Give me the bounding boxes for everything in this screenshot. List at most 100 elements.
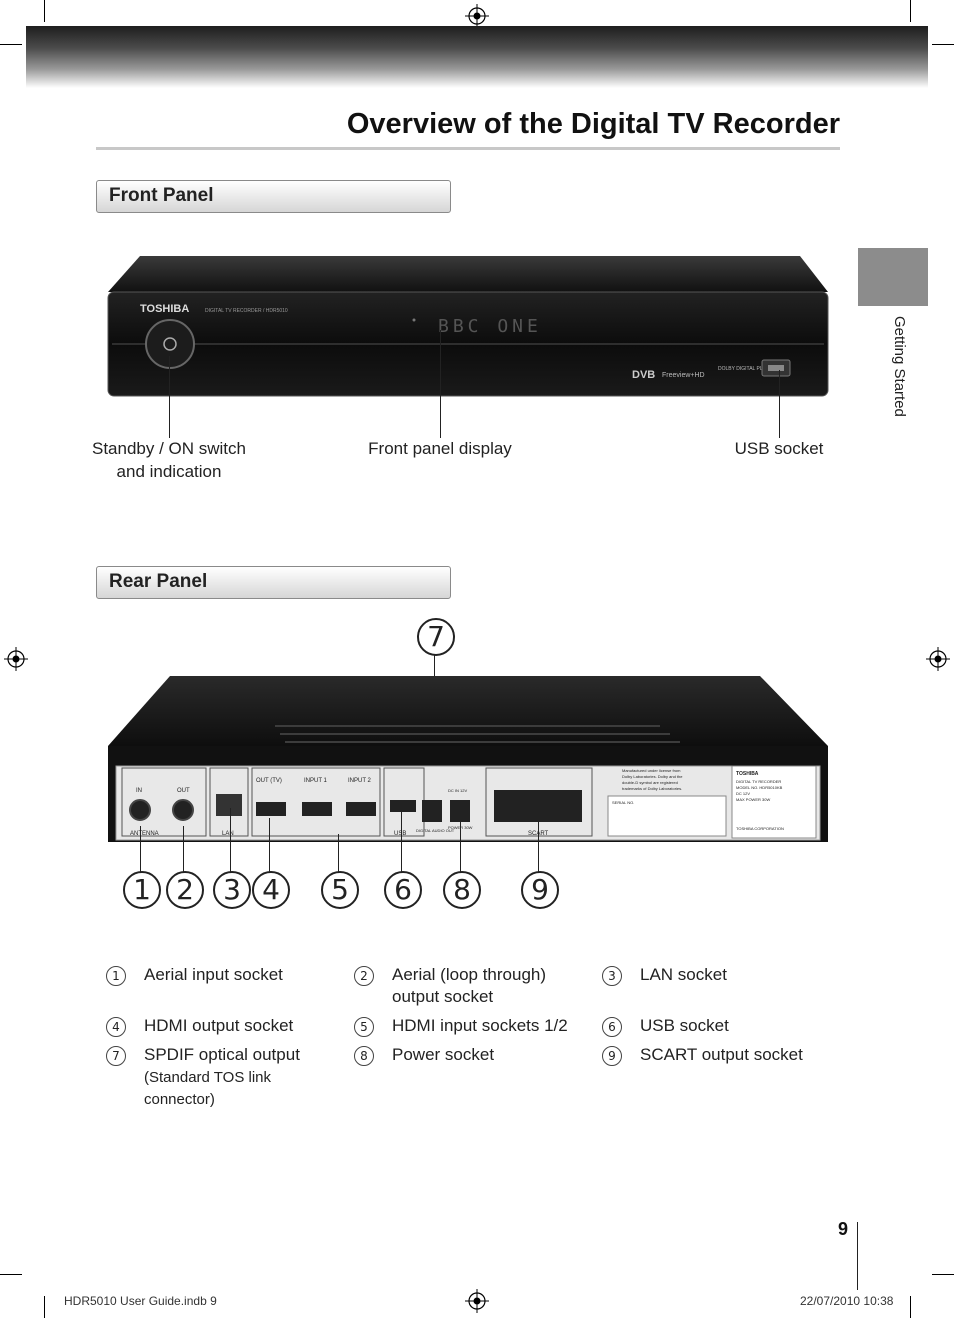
rating-brand: TOSHIBA [736, 771, 759, 777]
legend-text-line2: output socket [392, 987, 494, 1006]
standby-callout-line1: Standby / ON switch [91, 439, 246, 458]
callout-number-2: 2 [166, 871, 204, 909]
legend-number: 6 [602, 1017, 622, 1037]
callout-line [269, 818, 270, 872]
legend-item-3: 3 LAN socket [602, 964, 832, 986]
legend-subtext-line1: (Standard TOS link [144, 1069, 272, 1086]
legend-item-2: 2 Aerial (loop through) output socket [354, 964, 594, 1008]
callout-line [440, 330, 441, 438]
callout-number-7: 7 [417, 618, 455, 656]
rating-line-2: MODEL NO. HDR5010KB [736, 785, 783, 790]
rear-panel-heading: Rear Panel [96, 566, 451, 599]
side-tab-label: Getting Started [891, 316, 908, 417]
legend-subtext-line2: connector) [144, 1091, 215, 1108]
page-number: 9 [838, 1219, 849, 1239]
legend-text: Aerial (loop through) output socket [392, 964, 546, 1008]
callout-number-1: 1 [123, 871, 161, 909]
usb-port [768, 365, 784, 371]
serial-label: SERIAL NO. [612, 800, 634, 805]
device-brand: TOSHIBA [140, 303, 189, 315]
crop-mark [0, 1274, 22, 1275]
header-band [26, 26, 928, 88]
legend-text: Aerial input socket [144, 965, 283, 984]
page-number-rule [857, 1222, 858, 1290]
callout-number-4: 4 [252, 871, 290, 909]
crop-mark [0, 44, 22, 45]
dolby-notice-2: Dolby Laboratories. Dolby and the [622, 774, 683, 779]
callout-line [401, 810, 402, 872]
rear-panel-heading-text: Rear Panel [109, 571, 208, 592]
callout-number-5: 5 [321, 871, 359, 909]
callout-line [183, 826, 184, 872]
legend-number: 1 [106, 966, 126, 986]
legend-text: HDMI input sockets 1/2 [392, 1016, 568, 1035]
callout-line [140, 826, 141, 872]
registration-mark-icon [465, 4, 489, 28]
port-label-input2: INPUT 2 [348, 778, 372, 784]
legend-item-8: 8 Power socket [354, 1044, 594, 1066]
callout-number-8: 8 [443, 871, 481, 909]
legend-text: Power socket [392, 1045, 495, 1064]
footer-left: HDR5010 User Guide.indb 9 [64, 1294, 217, 1308]
legend-text: SCART output socket [640, 1045, 803, 1064]
port-label-out-tv: OUT (TV) [256, 778, 282, 784]
legend-item-7: 7 SPDIF optical output (Standard TOS lin… [106, 1044, 336, 1108]
legend-number: 4 [106, 1017, 126, 1037]
rating-line-3: DC 12V [736, 791, 750, 796]
side-tab [858, 248, 928, 306]
usb-callout: USB socket [734, 439, 824, 458]
legend-number: 3 [602, 966, 622, 986]
front-panel-heading-text: Front Panel [109, 185, 214, 206]
registration-mark-icon [926, 647, 950, 671]
freeview-logo: Freeview+HD [662, 372, 705, 379]
registration-mark-icon [4, 647, 28, 671]
port-label-out: OUT [177, 788, 190, 794]
dolby-logo: DOLBY DIGITAL PLUS [718, 366, 770, 372]
legend-number: 9 [602, 1046, 622, 1066]
callout-line [338, 834, 339, 872]
display-callout: Front panel display [368, 439, 512, 458]
callout-number-6: 6 [384, 871, 422, 909]
crop-mark [932, 1274, 954, 1275]
legend-text-line1: SPDIF optical output [144, 1045, 300, 1064]
power-icon [163, 337, 177, 351]
legend-number: 7 [106, 1046, 126, 1066]
legend-text: HDMI output socket [144, 1016, 294, 1035]
legend-number: 2 [354, 966, 374, 986]
crop-mark [44, 1296, 45, 1318]
standby-callout-line2: and indication [116, 462, 222, 481]
callout-number-3: 3 [213, 871, 251, 909]
rating-line-4: MAX POWER 30W [736, 797, 770, 802]
port-label-in: IN [136, 788, 142, 794]
legend-item-1: 1 Aerial input socket [106, 964, 336, 986]
legend-number: 8 [354, 1046, 374, 1066]
legend-number: 5 [354, 1017, 374, 1037]
front-display-text: BBC ONE [438, 316, 542, 337]
callout-line [779, 370, 780, 438]
port-label-input1: INPUT 1 [304, 778, 328, 784]
rating-line-5: TOSHIBA CORPORATION [736, 826, 784, 831]
registration-mark-icon [465, 1289, 489, 1313]
front-panel-illustration: TOSHIBA DIGITAL TV RECORDER / HDR5010 BB… [107, 256, 829, 397]
legend-item-6: 6 USB socket [602, 1015, 832, 1037]
legend-item-4: 4 HDMI output socket [106, 1015, 336, 1037]
port-label-digital-audio: DIGITAL AUDIO OUT [416, 828, 455, 833]
dvb-logo: DVB [632, 369, 655, 381]
legend-text: LAN socket [640, 965, 727, 984]
rating-line-1: DIGITAL TV RECORDER [736, 779, 781, 784]
crop-mark [44, 0, 45, 22]
dolby-notice-4: trademarks of Dolby Laboratories. [622, 786, 682, 791]
front-panel-heading: Front Panel [96, 180, 451, 213]
crop-mark [932, 44, 954, 45]
dolby-notice-1: Manufactured under license from [622, 768, 681, 773]
callout-line [538, 806, 539, 872]
port-label-usb: USB [394, 831, 406, 837]
dolby-notice-3: double-D symbol are registered [622, 780, 678, 785]
crop-mark [910, 0, 911, 22]
legend-item-5: 5 HDMI input sockets 1/2 [354, 1015, 594, 1037]
footer-right: 22/07/2010 10:38 [800, 1294, 894, 1308]
legend-text: USB socket [640, 1016, 729, 1035]
callout-line [169, 356, 170, 438]
standby-callout: Standby / ON switch and indication [80, 437, 258, 483]
title-divider [96, 147, 840, 150]
